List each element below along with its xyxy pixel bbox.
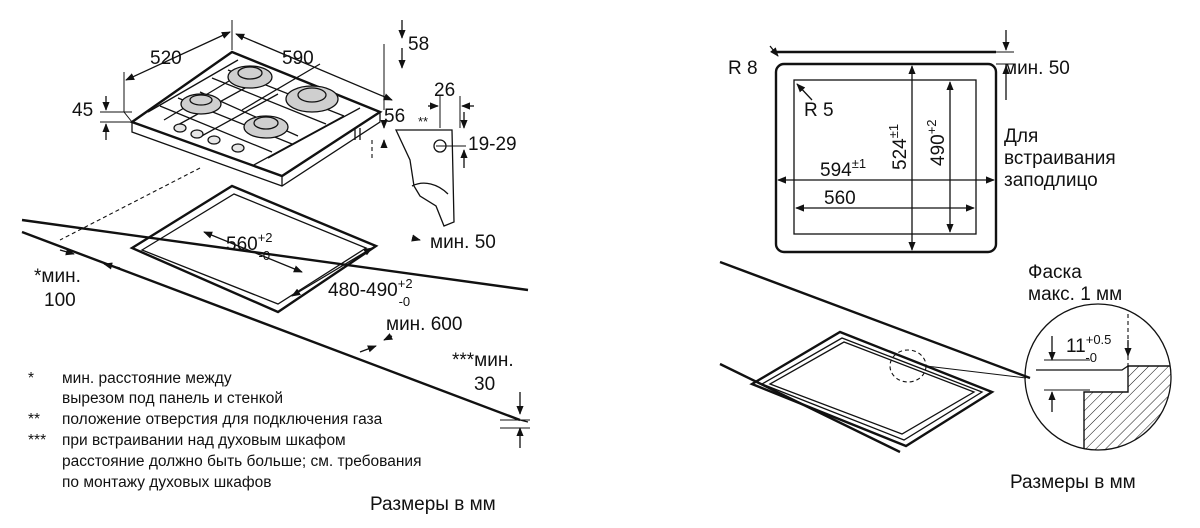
flush-label-2: встраивания [1004, 148, 1116, 169]
gas-marker: ** [418, 114, 428, 129]
note-1-mark: * [28, 370, 34, 387]
chamfer-detail: 11+0.5-0 Фаска макс. 1 мм Размеры в мм [1010, 262, 1172, 493]
dim-490: 490+2 [924, 119, 949, 166]
note-3-mark: *** [28, 432, 46, 449]
dim-min-30-b: 30 [474, 374, 495, 395]
dim-min-30-a: ***мин. [452, 350, 514, 371]
chamfer-label-1: Фаска [1028, 262, 1082, 283]
knob-4 [231, 143, 245, 153]
knob-2 [190, 129, 204, 139]
left-caption: Размеры в мм [370, 494, 496, 515]
note-2-line-1: положение отверстия для подключения газа [62, 411, 383, 428]
dim-min-50-right: мин. 50 [1004, 58, 1070, 79]
gas-connection-detail: 26 56 ** 19-29 [380, 80, 517, 227]
flush-label-1: Для [1004, 126, 1038, 147]
dim-560-right: 560 [824, 188, 856, 209]
note-3-line-3: по монтажу духовых шкафов [62, 474, 272, 491]
dim-26: 26 [434, 80, 455, 101]
flush-perspective-view [719, 260, 1031, 454]
knob-3 [207, 135, 221, 145]
dim-19-29: 19-29 [468, 134, 517, 155]
dim-r8: R 8 [728, 58, 758, 79]
flush-label-3: заподлицо [1004, 170, 1098, 191]
note-1-line-2: вырезом под панель и стенкой [62, 390, 283, 407]
chamfer-label-2: макс. 1 мм [1028, 284, 1122, 305]
dim-min-600: мин. 600 [386, 314, 462, 335]
note-3-line-2: расстояние должно быть больше; см. требо… [62, 453, 421, 470]
dim-cutout-width: 560+2-0 [226, 230, 273, 263]
burner-top [227, 65, 273, 89]
hob-dimensions: 520 590 58 45 [72, 20, 429, 140]
note-1-line-1: мин. расстояние между [62, 370, 232, 387]
burner-front [243, 115, 289, 139]
dim-min-100-a: *мин. [34, 266, 81, 287]
dim-min-50: мин. 50 [430, 232, 496, 253]
footnotes: * мин. расстояние между вырезом под пане… [28, 370, 496, 515]
flush-plan-view: R 8 R 5 мин. 50 594±1 560 524±1 490+2 Дл… [728, 30, 1116, 254]
burner-right [285, 85, 339, 113]
dim-58: 58 [408, 34, 429, 55]
countertop: 560+2-0 480-490+2-0 мин. 50 *мин. 100 ми… [21, 184, 530, 448]
dim-590: 590 [282, 48, 314, 69]
dim-594: 594±1 [820, 156, 866, 181]
dim-cutout-depth: 480-490+2-0 [328, 276, 413, 309]
note-3-line-1: при встраивании над духовым шкафом [62, 432, 346, 449]
hob-drawing [59, 50, 383, 241]
dim-11: 11+0.5-0 [1066, 332, 1111, 365]
burner-left [180, 93, 222, 115]
dim-520: 520 [150, 48, 182, 69]
knob-1 [173, 123, 187, 133]
dim-56: 56 [384, 106, 405, 127]
dim-min-100-b: 100 [44, 290, 76, 311]
dim-45: 45 [72, 100, 93, 121]
note-2-mark: ** [28, 411, 40, 428]
dim-524: 524±1 [886, 124, 911, 170]
right-caption: Размеры в мм [1010, 472, 1136, 493]
dim-r5: R 5 [804, 100, 834, 121]
